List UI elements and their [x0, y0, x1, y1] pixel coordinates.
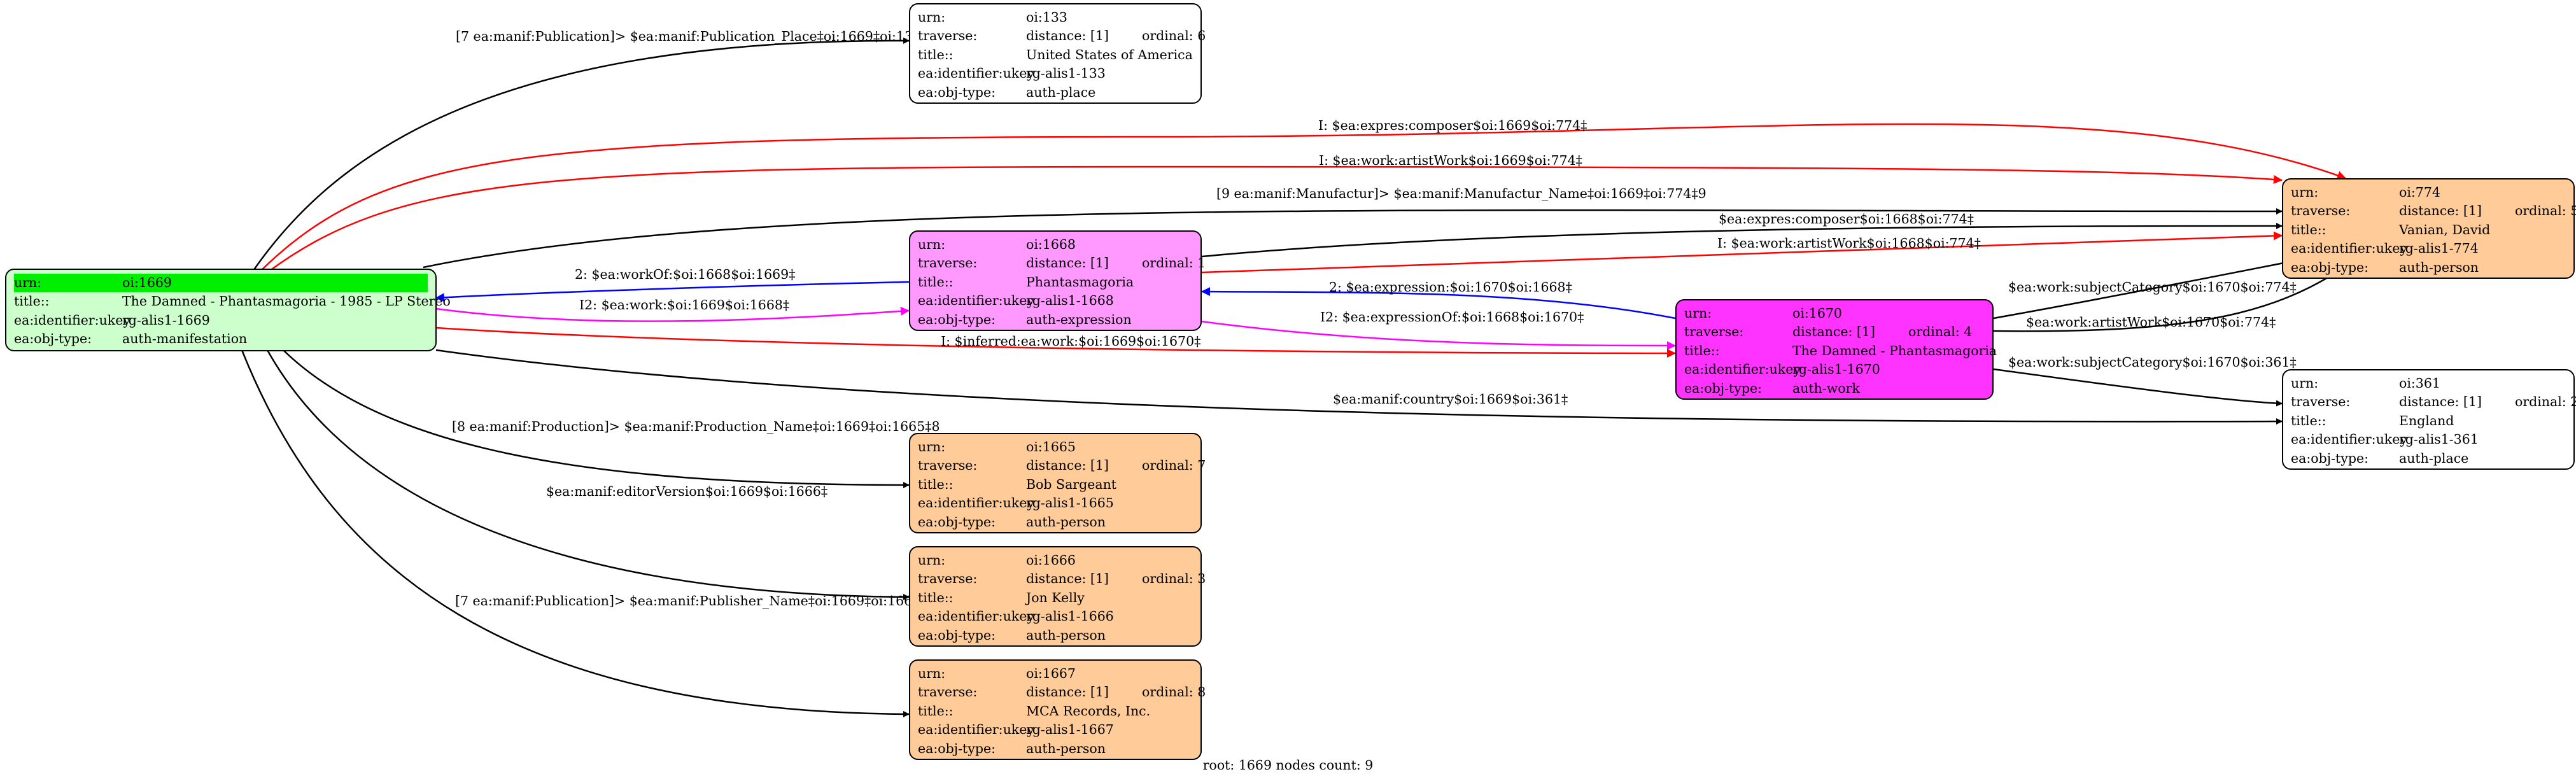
node-row: traverse:distance: [1]ordinal: 5	[2291, 203, 2576, 219]
node-oi-1668[interactable]: urn:oi:1668 traverse:distance: [1]ordina…	[909, 230, 1206, 331]
node-row: ea:obj-type:auth-place	[918, 84, 1096, 100]
edge-label-e8: I2: $ea:work:$oi:1669$oi:1668‡	[579, 297, 789, 313]
edge-label-e15: $ea:manif:country$oi:1669$oi:361‡	[1333, 391, 1568, 407]
edge-e18	[241, 349, 910, 717]
node-oi-1667[interactable]: urn:oi:1667 traverse:distance: [1]ordina…	[909, 659, 1206, 760]
node-row: ea:obj-type:auth-place	[2291, 450, 2469, 466]
edge-label-e12: $ea:work:subjectCategory$oi:1670$oi:774‡	[2008, 279, 2297, 295]
node-oi-1666[interactable]: urn:oi:1666 traverse:distance: [1]ordina…	[909, 546, 1206, 647]
edge-e3	[267, 165, 2283, 274]
node-row: ea:obj-type:auth-manifestation	[14, 331, 248, 347]
edge-label-e10: I2: $ea:expressionOf:$oi:1668$oi:1670‡	[1320, 309, 1584, 325]
node-row: title::England	[2291, 412, 2454, 428]
edge-e17	[266, 349, 910, 600]
node-row: ea:obj-type:auth-person	[918, 514, 1106, 530]
node-row: traverse:distance: [1]ordinal: 1	[918, 255, 1206, 271]
node-row: traverse:distance: [1]ordinal: 2	[2291, 394, 2576, 410]
edge-e2	[260, 123, 2346, 271]
edge-label-e11: I: $inferred:ea:work:$oi:1669$oi:1670‡	[941, 334, 1200, 349]
edge-e4	[423, 208, 2283, 269]
node-row: traverse:distance: [1]ordinal: 4	[1684, 324, 1973, 340]
node-row: title::MCA Records, Inc.	[918, 703, 1151, 719]
edge-label-e6: I: $ea:work:artistWork$oi:1668$oi:774‡	[1717, 236, 1981, 251]
edge-label-e16: [8 ea:manif:Production]> $ea:manif:Produ…	[452, 419, 940, 434]
node-oi-1665[interactable]: urn:oi:1665 traverse:distance: [1]ordina…	[909, 433, 1206, 533]
node-oi-361[interactable]: urn:oi:361 traverse:distance: [1]ordinal…	[2282, 369, 2576, 470]
node-row: urn:oi:1668	[918, 237, 1076, 252]
edge-label-e7: 2: $ea:workOf:$oi:1668$oi:1669‡	[575, 267, 795, 282]
node-row: urn:oi:1667	[918, 666, 1076, 681]
edge-label-e5: $ea:expres:composer$oi:1668$oi:774‡	[1719, 211, 1974, 227]
edge-e5	[1201, 223, 2283, 258]
edge-e7	[435, 281, 910, 302]
node-row: title::Bob Sargeant	[918, 476, 1117, 492]
edge-label-e9: 2: $ea:expression:$oi:1670$oi:1668‡	[1329, 279, 1572, 295]
node-row: urn:oi:1669	[14, 274, 428, 293]
edge-e9	[1201, 287, 1676, 320]
edge-e8	[435, 306, 910, 322]
node-row: urn:oi:133	[918, 10, 1067, 25]
node-row: title::Phantasmagoria	[918, 274, 1134, 290]
node-row: title::The Damned - Phantasmagoria	[1684, 342, 1997, 358]
graph-footer: root: 1669 nodes count: 9	[1202, 757, 1374, 773]
edge-label-e3: I: $ea:work:artistWork$oi:1669$oi:774‡	[1319, 153, 1582, 168]
node-row: title::Vanian, David	[2291, 222, 2491, 237]
edge-label-e4: [9 ea:manif:Manufactur]> $ea:manif:Manuf…	[1216, 186, 1707, 201]
node-row: title::Jon Kelly	[918, 589, 1085, 605]
node-oi-133[interactable]: urn:oi:133 traverse:distance: [1]ordinal…	[909, 3, 1206, 104]
node-row: traverse:distance: [1]ordinal: 7	[918, 458, 1206, 474]
node-row: ea:obj-type:auth-person	[918, 627, 1106, 643]
edge-label-e13: $ea:work:artistWork$oi:1670$oi:774‡	[2026, 314, 2276, 330]
edge-e10	[1201, 320, 1676, 350]
node-row: ea:obj-type:auth-person	[2291, 259, 2479, 275]
node-row: urn:oi:1670	[1684, 306, 1842, 321]
edge-label-e2: I: $ea:expres:composer$oi:1669$oi:774‡	[1318, 118, 1587, 133]
edge-e14	[1993, 368, 2283, 407]
node-oi-774[interactable]: urn:oi:774 traverse:distance: [1]ordinal…	[2282, 178, 2576, 279]
node-row: ea:obj-type:auth-work	[1684, 380, 1860, 396]
node-oi-1669[interactable]: urn:oi:1669 title::The Damned - Phantasm…	[5, 269, 451, 351]
node-row: urn:oi:774	[2291, 185, 2440, 200]
edge-label-e14: $ea:work:subjectCategory$oi:1670$oi:361‡	[2008, 355, 2297, 370]
edge-label-e1: [7 ea:manif:Publication]> $ea:manif:Publ…	[456, 29, 936, 44]
node-row: ea:obj-type:auth-expression	[918, 311, 1132, 327]
node-row: urn:oi:1665	[918, 439, 1076, 454]
edge-label-e18: [7 ea:manif:Publication]> $ea:manif:Publ…	[455, 593, 936, 609]
edge-e15	[435, 349, 2283, 425]
node-row: ea:obj-type:auth-person	[918, 740, 1106, 756]
node-row: title::United States of America	[918, 46, 1193, 62]
node-row: urn:oi:361	[2291, 376, 2440, 391]
node-row: traverse:distance: [1]ordinal: 8	[918, 684, 1206, 700]
edge-label-e17: $ea:manif:editorVersion$oi:1669$oi:1666‡	[546, 484, 827, 499]
edge-e16	[283, 349, 910, 488]
node-row: urn:oi:1666	[918, 552, 1076, 568]
node-row: title::The Damned - Phantasmagoria - 198…	[14, 293, 451, 309]
node-row: traverse:distance: [1]ordinal: 3	[918, 571, 1206, 587]
edge-e1	[252, 37, 910, 271]
edge-e11	[435, 327, 1676, 358]
node-oi-1670[interactable]: urn:oi:1670 traverse:distance: [1]ordina…	[1675, 299, 1997, 400]
node-row: traverse:distance: [1]ordinal: 6	[918, 28, 1206, 44]
